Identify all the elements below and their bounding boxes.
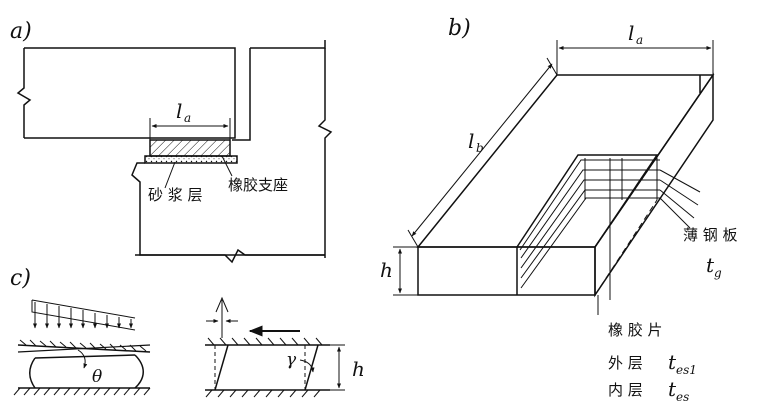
label-la-a-sub: a [184,111,191,125]
part-c-right-drawing [205,296,345,398]
label-theta: θ [92,367,102,387]
label-la-b: l [628,21,634,45]
label-part-c: c) [10,266,31,291]
label-h-b: h [380,258,393,282]
label-inner-layer: 内 层 [608,381,643,399]
label-part-b: b) [448,16,471,41]
part-c-left-drawing [13,299,151,396]
label-la-b-sub: a [636,33,643,47]
label-gamma: γ [286,350,297,370]
label-h-c: h [352,357,365,381]
label-rubber-bearing: 橡胶支座 [228,176,288,194]
label-tes: t [668,377,677,401]
label-outer-layer: 外 层 [608,354,643,372]
label-la-a: l [176,99,182,123]
label-tes1-sub: es1 [676,363,697,377]
part-a-drawing [16,40,333,264]
label-part-a: a) [10,19,32,44]
label-tg: t [706,253,715,277]
label-tes-sub: es [676,390,689,404]
label-tes1: t [668,350,677,374]
label-lb: l [468,129,474,153]
label-tg-sub: g [714,266,722,280]
label-lb-sub: b [476,141,484,155]
label-rubber-sheet: 橡 胶 片 [608,321,663,339]
label-thin-steel-plate: 薄 钢 板 [683,226,738,244]
label-mortar-layer: 砂 浆 层 [148,186,203,204]
part-b-drawing [393,40,715,315]
